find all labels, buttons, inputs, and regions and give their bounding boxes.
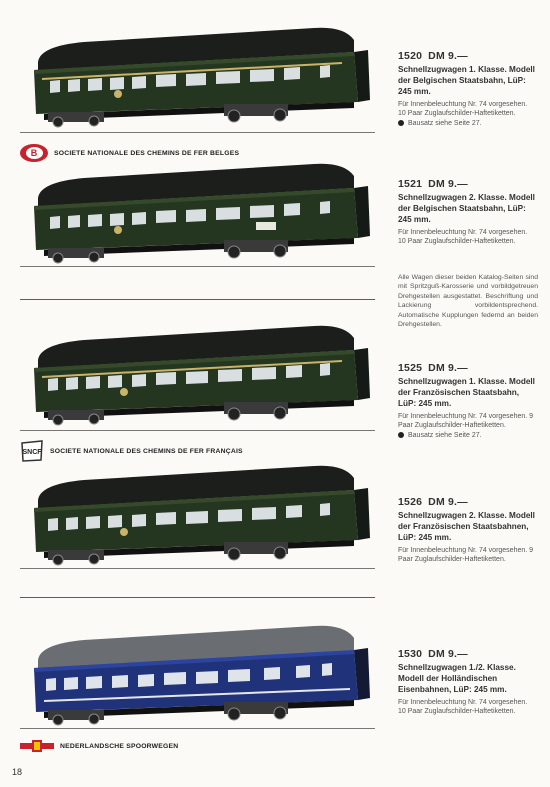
section-separator	[20, 299, 375, 300]
item-title: Schnellzugwagen 1. Klasse. Modell der Fr…	[398, 376, 535, 408]
railway-label-belgian: B SOCIETE NATIONALE DES CHEMINS DE FER B…	[20, 144, 239, 162]
item-description-1525: 1525 DM 9.— Schnellzugwagen 1. Klasse. Mo…	[398, 362, 536, 440]
railway-label-dutch: NEDERLANDSCHE SPOORWEGEN	[20, 740, 178, 752]
item-number: 1521	[398, 178, 423, 190]
ns-logo-icon	[20, 740, 54, 752]
item-title: Schnellzugwagen 2. Klasse. Modell der Be…	[398, 192, 535, 224]
coach-image-1520	[24, 22, 374, 132]
item-description-1520: 1520 DM 9.— Schnellzugwagen 1. Klasse. Mo…	[398, 50, 536, 128]
item-description-1530: 1530 DM 9.— Schnellzugwagen 1./2. Klasse.…	[398, 648, 536, 717]
item-price: DM 9.—	[428, 362, 468, 374]
item-number: 1525	[398, 362, 423, 374]
coach-image-1526	[24, 460, 374, 570]
railway-name-dutch: NEDERLANDSCHE SPOORWEGEN	[60, 742, 179, 750]
coach-image-1530	[24, 620, 374, 730]
item-price: DM 9.—	[428, 50, 468, 62]
common-description: Alle Wagen dieser beiden Katalog-Seiten …	[398, 274, 538, 329]
coach-image-1525	[24, 320, 374, 430]
item-title: Schnellzugwagen 1. Klasse. Modell der Be…	[398, 64, 535, 96]
item-text: Für Innenbeleuchtung Nr. 74 vorgesehen. …	[398, 412, 534, 430]
item-number: 1520	[398, 50, 423, 62]
sncf-logo-icon: SNCF	[21, 440, 43, 462]
item-text: Für Innenbeleuchtung Nr. 74 vorgesehen. …	[398, 546, 534, 564]
item-price: DM 9.—	[428, 648, 468, 660]
item-price: DM 9.—	[428, 178, 468, 190]
svg-text:SNCF: SNCF	[22, 449, 42, 456]
railway-name-french: SOCIETE NATIONALE DES CHEMINS DE FER FRA…	[50, 447, 243, 455]
railway-label-french: SNCF SOCIETE NATIONALE DES CHEMINS DE FE…	[20, 440, 243, 462]
item-number: 1526	[398, 496, 423, 508]
item-text: Für Innenbeleuchtung Nr. 74 vorgesehen. …	[398, 100, 528, 118]
railway-name-belgian: SOCIETE NATIONALE DES CHEMINS DE FER BEL…	[54, 149, 240, 157]
item-description-1521: 1521 DM 9.— Schnellzugwagen 2. Klasse. Mo…	[398, 178, 536, 247]
item-price: DM 9.—	[428, 496, 468, 508]
item-note: Bausatz siehe Seite 27.	[408, 119, 482, 127]
item-text: Für Innenbeleuchtung Nr. 74 vorgesehen. …	[398, 698, 528, 716]
item-title: Schnellzugwagen 2. Klasse. Modell der Fr…	[398, 510, 535, 542]
item-description-1526: 1526 DM 9.— Schnellzugwagen 2. Klasse. Mo…	[398, 496, 536, 565]
section-separator	[20, 597, 375, 598]
item-title: Schnellzugwagen 1./2. Klasse. Modell der…	[398, 662, 516, 694]
bullet-dot-icon	[398, 119, 404, 126]
bullet-dot-icon	[398, 431, 404, 438]
item-number: 1530	[398, 648, 423, 660]
item-text: Für Innenbeleuchtung Nr. 74 vorgesehen. …	[398, 228, 528, 246]
coach-image-1521	[24, 158, 374, 268]
page-number: 18	[12, 767, 23, 777]
item-note: Bausatz siehe Seite 27.	[408, 431, 482, 439]
belgian-logo-icon: B	[20, 144, 48, 162]
